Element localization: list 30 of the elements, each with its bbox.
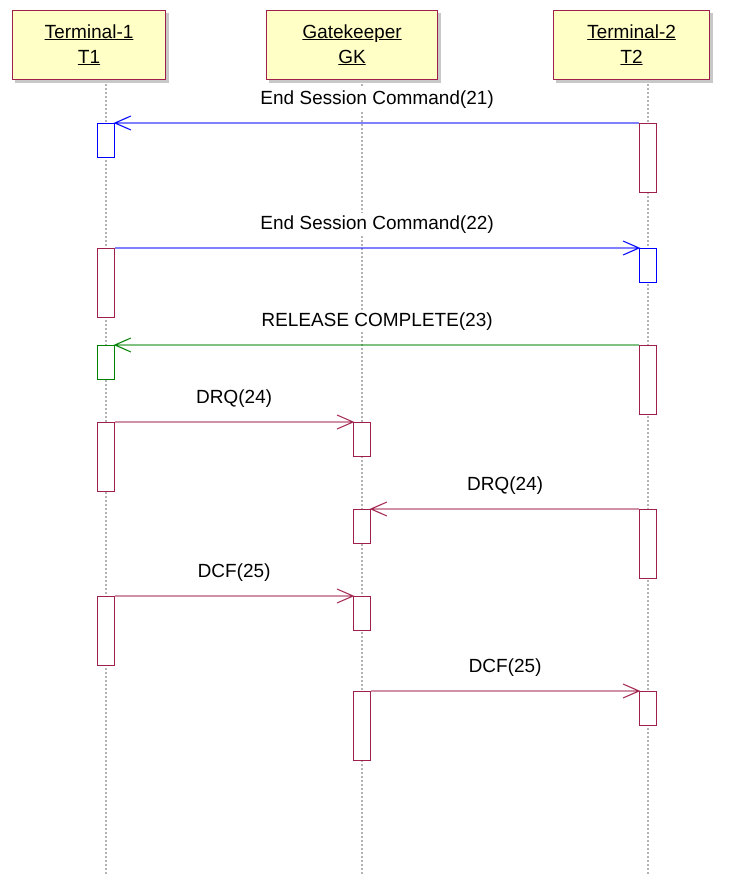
message-arrow [114, 588, 354, 604]
activation-bar [97, 422, 115, 492]
message-arrow [114, 115, 640, 131]
activation-bar [639, 691, 657, 726]
activation-bar [97, 248, 115, 318]
activation-bar [353, 596, 371, 631]
activation-bar [97, 345, 115, 380]
activation-bar [353, 422, 371, 457]
activation-bar [639, 509, 657, 579]
participant-box [12, 10, 166, 80]
participant-box [553, 10, 710, 80]
message-arrow [114, 414, 354, 430]
participant-label: T2 [620, 46, 643, 70]
participant-label: Terminal-1 [44, 21, 134, 45]
activation-bar [639, 123, 657, 193]
participant-label: Gatekeeper [302, 21, 402, 45]
activation-bar [639, 345, 657, 415]
activation-bar [97, 123, 115, 158]
activation-bar [97, 596, 115, 666]
message-arrow [114, 337, 640, 353]
participant-box [266, 10, 438, 80]
activation-bar [639, 248, 657, 283]
message-arrow [370, 683, 640, 699]
activation-bar [353, 691, 371, 761]
message-arrow [370, 501, 640, 517]
message-arrow [114, 240, 640, 256]
participant-label: GK [338, 46, 366, 70]
activation-bar [353, 509, 371, 544]
participant-label: Terminal-2 [587, 21, 676, 45]
participant-label: T1 [78, 46, 100, 70]
